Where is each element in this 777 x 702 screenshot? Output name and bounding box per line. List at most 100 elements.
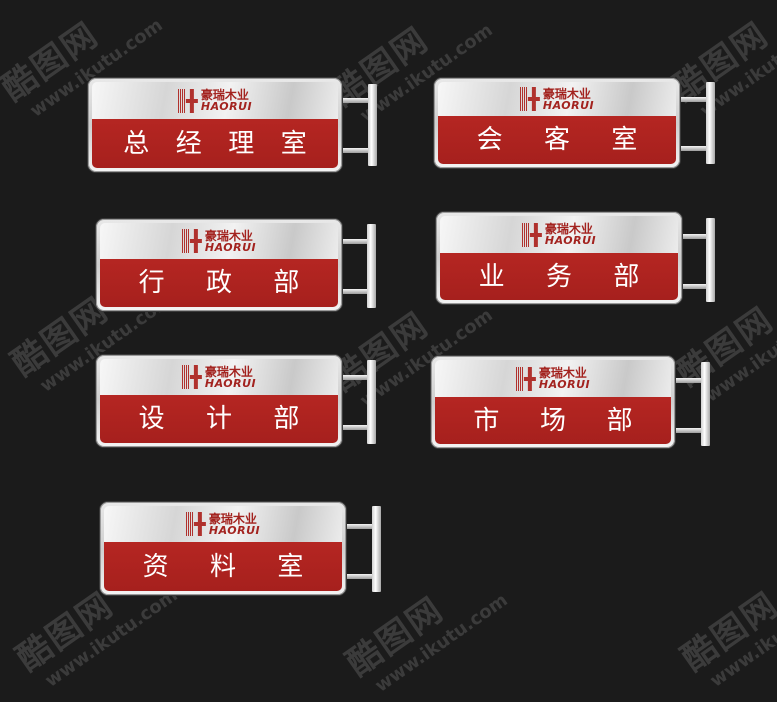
sign-panel: 豪瑞木业 HAORUI 设 计 部: [96, 355, 342, 447]
bracket-arm: [340, 425, 370, 430]
brand-name-cn: 豪瑞木业: [544, 222, 593, 236]
door-sign-archives: 豪瑞木业 HAORUI 资 料 室: [100, 502, 382, 598]
room-char: 经: [175, 128, 202, 159]
sign-panel: 豪瑞木业 HAORUI 会 客 室: [434, 78, 680, 168]
sign-header: 豪瑞木业 HAORUI: [92, 82, 338, 119]
brand-name-cn: 豪瑞木业: [204, 364, 253, 379]
bracket-arm: [340, 98, 370, 103]
haorui-logo-icon: [519, 87, 540, 111]
sign-label: 资 料 室: [104, 542, 342, 591]
room-char: 设: [138, 404, 165, 434]
bracket-post: [706, 82, 715, 164]
watermark: 酷图网 www.ikutu.com: [670, 544, 777, 697]
brand-name-cn: 豪瑞木业: [542, 86, 591, 101]
haorui-logo-icon: [521, 222, 542, 247]
brand-name-cn: 豪瑞木业: [200, 88, 249, 102]
room-char: 务: [545, 261, 572, 292]
room-char: 部: [613, 261, 640, 292]
room-char: 料: [209, 551, 236, 582]
bracket-post: [372, 506, 381, 592]
sign-panel: 豪瑞木业 HAORUI 业 务 部: [436, 212, 682, 304]
brand-logo: 豪瑞木业 HAORUI: [185, 511, 261, 537]
room-char: 部: [606, 405, 633, 436]
room-char: 会: [476, 125, 503, 155]
bracket-arm: [340, 375, 370, 380]
haorui-logo-icon: [177, 88, 198, 113]
bracket-arm: [680, 284, 710, 289]
haorui-logo-icon: [185, 512, 206, 536]
door-sign-marketing: 豪瑞木业 HAORUI 市 场 部: [431, 356, 711, 450]
bracket-arm: [678, 146, 708, 151]
brand-name-en: HAORUI: [200, 100, 253, 113]
room-char: 行: [138, 268, 165, 298]
sign-header: 豪瑞木业 HAORUI: [104, 506, 342, 542]
room-char: 室: [611, 125, 638, 155]
door-sign-design: 豪瑞木业 HAORUI 设 计 部: [96, 355, 378, 449]
bracket-arm: [674, 428, 704, 433]
room-char: 客: [543, 125, 570, 155]
room-char: 理: [228, 128, 255, 159]
sign-label: 设 计 部: [100, 395, 338, 443]
brand-name-cn: 豪瑞木业: [538, 366, 587, 380]
watermark-url: www.ikutu.com: [701, 299, 777, 407]
sign-label: 总 经 理 室: [92, 119, 338, 168]
room-char: 室: [277, 551, 304, 582]
room-char: 资: [142, 551, 169, 582]
brand-logo: 豪瑞木业 HAORUI: [181, 229, 257, 254]
brand-name-cn: 豪瑞木业: [208, 511, 257, 526]
room-char: 部: [273, 404, 300, 434]
bracket-arm: [340, 239, 370, 244]
watermark-url: www.ikutu.com: [41, 584, 182, 692]
door-sign-administration: 豪瑞木业 HAORUI 行 政 部: [96, 219, 378, 313]
door-sign-business: 豪瑞木业 HAORUI 业 务 部: [436, 212, 716, 306]
sign-panel: 豪瑞木业 HAORUI 行 政 部: [96, 219, 342, 311]
room-char: 业: [478, 261, 505, 292]
bracket-post: [367, 224, 376, 308]
sign-label: 会 客 室: [438, 116, 676, 164]
brand-logo: 豪瑞木业 HAORUI: [181, 364, 257, 390]
brand-name-en: HAORUI: [544, 234, 597, 247]
haorui-logo-icon: [181, 365, 202, 389]
bracket-arm: [344, 524, 374, 529]
bracket-post: [368, 84, 377, 166]
brand-logo: 豪瑞木业 HAORUI: [519, 86, 595, 112]
bracket-post: [367, 360, 376, 444]
brand-name-en: HAORUI: [204, 376, 257, 390]
bracket-arm: [340, 148, 370, 153]
watermark-url: www.ikutu.com: [706, 584, 777, 692]
room-char: 场: [539, 405, 566, 436]
sign-header: 豪瑞木业 HAORUI: [100, 359, 338, 395]
bracket-arm: [340, 289, 370, 294]
room-char: 室: [280, 128, 307, 159]
brand-name-en: HAORUI: [204, 240, 257, 254]
room-char: 计: [205, 404, 232, 434]
watermark-logo: 酷图网: [674, 584, 777, 680]
brand-name-en: HAORUI: [538, 378, 591, 391]
sign-panel: 豪瑞木业 HAORUI 市 场 部: [431, 356, 675, 448]
brand-logo: 豪瑞木业 HAORUI: [521, 222, 597, 247]
bracket-post: [701, 362, 710, 446]
brand-logo: 豪瑞木业 HAORUI: [515, 366, 591, 391]
door-sign-general-manager: 豪瑞木业 HAORUI 总 经 理 室: [88, 78, 380, 174]
bracket-arm: [674, 378, 704, 383]
sign-header: 豪瑞木业 HAORUI: [100, 223, 338, 259]
sign-panel: 豪瑞木业 HAORUI 总 经 理 室: [88, 78, 342, 172]
haorui-logo-icon: [515, 366, 536, 391]
brand-name-en: HAORUI: [542, 98, 595, 112]
haorui-logo-icon: [181, 229, 202, 253]
sign-label: 业 务 部: [440, 253, 678, 300]
sign-header: 豪瑞木业 HAORUI: [435, 360, 671, 397]
bracket-arm: [680, 234, 710, 239]
sign-label: 行 政 部: [100, 259, 338, 307]
bracket-arm: [678, 97, 708, 102]
room-char: 政: [205, 268, 232, 298]
room-char: 总: [123, 128, 150, 159]
bracket-post: [706, 218, 715, 302]
room-char: 市: [473, 405, 500, 436]
sign-header: 豪瑞木业 HAORUI: [440, 216, 678, 253]
bracket-arm: [344, 574, 374, 579]
watermark-url: www.ikutu.com: [371, 589, 512, 697]
room-char: 部: [273, 268, 300, 298]
sign-label: 市 场 部: [435, 397, 671, 444]
brand-name-en: HAORUI: [208, 523, 261, 537]
